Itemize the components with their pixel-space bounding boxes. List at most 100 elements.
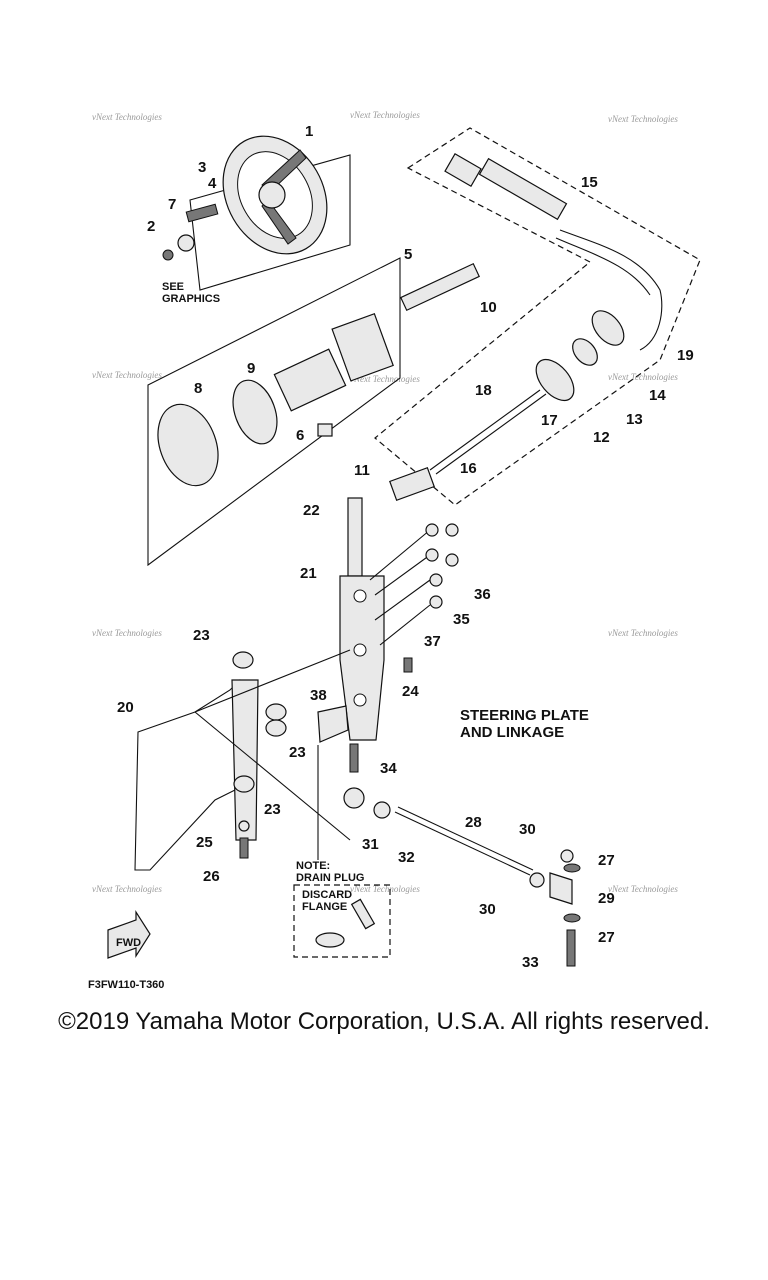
lock-nut [560, 849, 574, 863]
boot [591, 310, 625, 346]
watermark: vNext Technologies [92, 370, 162, 380]
note-label: NOTE: [296, 860, 330, 872]
washer [238, 820, 250, 832]
callout-6: 6 [296, 427, 304, 444]
washer [563, 913, 581, 923]
control-cable [555, 237, 651, 296]
watermark: vNext Technologies [92, 628, 162, 638]
bolt [349, 743, 359, 773]
bolt [566, 929, 576, 967]
callout-24: 24 [402, 683, 419, 700]
callout-29: 29 [598, 890, 615, 907]
bushing [265, 719, 287, 737]
callout-31: 31 [362, 836, 379, 853]
drain-plug-part [350, 898, 376, 930]
helm-unit-block [444, 153, 482, 187]
tie-rod [397, 806, 534, 871]
cable-group-outline [374, 127, 701, 506]
helm-panel-outline [147, 257, 401, 567]
nut [445, 523, 459, 537]
callout-25: 25 [196, 834, 213, 851]
callout-12: 12 [593, 429, 610, 446]
washer [429, 595, 443, 609]
steering-wheel-group [162, 135, 351, 291]
cable-end [389, 466, 435, 502]
callout-11: 11 [354, 462, 370, 479]
plate-hole [353, 589, 367, 603]
leader-line [194, 649, 351, 713]
steering-arm-group [134, 649, 351, 871]
bolt-set [185, 203, 219, 223]
watermark: vNext Technologies [350, 884, 420, 894]
callout-21: 21 [300, 565, 317, 582]
watermark: vNext Technologies [608, 114, 678, 124]
stud-bolt [379, 604, 431, 646]
cable-rod [435, 393, 547, 475]
figure-code: F3FW110-T360 [88, 979, 164, 991]
callout-32: 32 [398, 849, 415, 866]
rod-end [549, 872, 573, 905]
clamp [572, 338, 598, 366]
helm-plate [331, 312, 394, 382]
watermark: vNext Technologies [92, 884, 162, 894]
callout-34: 34 [380, 760, 397, 777]
callout-27: 27 [598, 852, 615, 869]
graphics-label: GRAPHICS [162, 293, 220, 305]
nut [529, 872, 545, 888]
callout-13: 13 [626, 411, 643, 428]
callout-7: 7 [168, 196, 176, 213]
watermarks: vNext Technologies vNext Technologies vN… [92, 110, 678, 894]
callout-10: 10 [480, 299, 497, 316]
callout-26: 26 [203, 868, 220, 885]
watermark: vNext Technologies [608, 628, 678, 638]
flange-part [315, 932, 345, 948]
callout-20: 20 [117, 699, 134, 716]
nut [425, 523, 439, 537]
callout-15: 15 [581, 174, 598, 191]
diagram-title-line1: STEERING PLATE [460, 707, 589, 724]
stud-bolt [374, 579, 431, 621]
callout-23: 23 [193, 627, 210, 644]
nut [445, 553, 459, 567]
tie-rod [394, 811, 531, 876]
watermark: vNext Technologies [350, 110, 420, 120]
helm-cable-group [374, 127, 701, 506]
diagram-title-line2: AND LINKAGE [460, 724, 564, 741]
callout-22: 22 [303, 502, 320, 519]
see-label: SEE [162, 281, 184, 293]
bolt [239, 837, 249, 859]
washer [429, 573, 443, 587]
discard-label: DISCARD [302, 889, 352, 901]
pin [347, 497, 363, 577]
forward-arrow-icon: FWD [107, 909, 151, 959]
control-cable [559, 229, 663, 351]
callout-27b: 27 [598, 929, 615, 946]
callout-9: 9 [247, 360, 255, 377]
drain-plug-note-box [293, 884, 391, 958]
nut [373, 801, 391, 819]
flange-label: FLANGE [302, 901, 347, 913]
center-cap [162, 249, 174, 261]
callout-numbers: 1 2 3 4 5 6 7 8 9 10 11 12 13 14 15 16 1… [117, 123, 694, 971]
callout-2: 2 [147, 218, 155, 235]
callout-35: 35 [453, 611, 470, 628]
cable-rod [429, 389, 541, 471]
steering-linkage-group [317, 497, 459, 743]
callout-19: 19 [677, 347, 694, 364]
stud-bolt [369, 529, 431, 581]
plate-hole [353, 693, 367, 707]
callout-3: 3 [198, 159, 206, 176]
callout-30b: 30 [479, 901, 496, 918]
watermark: vNext Technologies [92, 112, 162, 122]
callout-18: 18 [475, 382, 492, 399]
clip [317, 423, 333, 437]
helm-shaft [399, 262, 481, 312]
grommet [535, 358, 575, 402]
callout-4: 4 [208, 175, 217, 192]
nut [425, 548, 439, 562]
callout-38: 38 [310, 687, 327, 704]
callout-23b: 23 [289, 744, 306, 761]
steering-plate [339, 575, 385, 741]
wheel-nut [177, 234, 195, 252]
